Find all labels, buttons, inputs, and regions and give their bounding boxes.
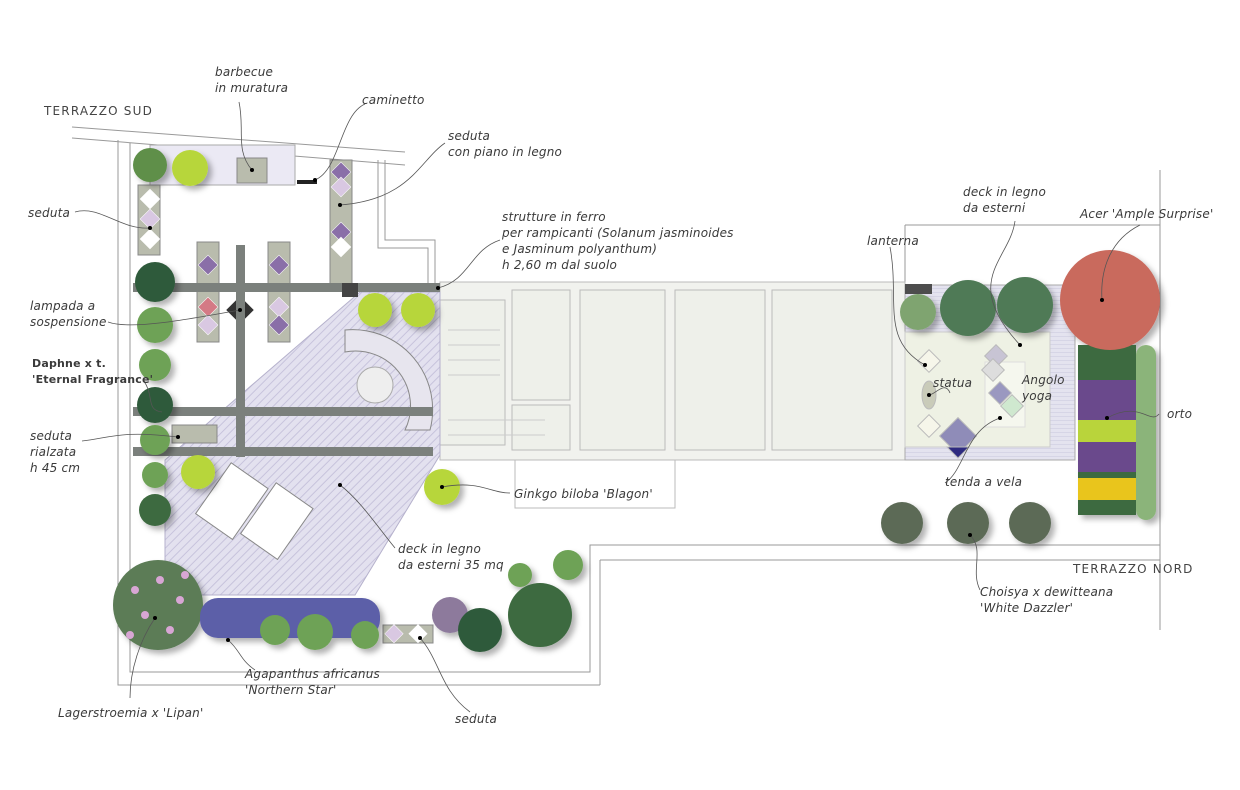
label-caminetto: caminetto (362, 93, 425, 107)
label-line: con piano in legno (448, 145, 563, 159)
iron-pergola (133, 245, 440, 457)
label-line: deck in legno (963, 185, 1046, 199)
label-daphne: Daphne x t. 'Eternal Fragrance' (32, 356, 153, 388)
label-ginkgo: Ginkgo biloba 'Blagon' (514, 487, 653, 501)
plants-north (881, 250, 1160, 544)
label-line: seduta (30, 429, 73, 443)
label-barbecue: barbecue in muratura (215, 64, 288, 96)
label-line: strutture in ferro (502, 210, 606, 224)
label-line: h 45 cm (30, 461, 81, 475)
south-terrace-title: TERRAZZO SUD (44, 104, 154, 118)
label-orto: orto (1167, 407, 1193, 421)
leader-dots (148, 168, 1109, 642)
label-line: 'White Dazzler' (980, 601, 1074, 615)
label-lampada: lampada a sospensione (30, 298, 107, 330)
label-line: in muratura (215, 81, 289, 95)
label-line: Agapanthus africanus (245, 667, 380, 681)
label-line: e Jasminum polyanthum) (502, 242, 658, 256)
label-line: Angolo (1022, 373, 1065, 387)
label-deck-south: deck in legno da esterni 35 mq (398, 541, 504, 573)
label-acer: Acer 'Ample Surprise' (1080, 207, 1214, 221)
label-tenda: tenda a vela (945, 475, 1023, 489)
label-strutture: strutture in ferro per rampicanti (Solanu… (502, 209, 734, 273)
label-statua: statua (933, 376, 973, 390)
building-block (439, 281, 906, 509)
label-choisya: Choisya x dewitteana 'White Dazzler' (980, 584, 1113, 616)
label-lagerstroemia: Lagerstroemia x 'Lipan' (58, 706, 204, 720)
label-line: Daphne x t. (32, 357, 106, 370)
label-seduta-left: seduta (28, 206, 71, 220)
label-line: 'Northern Star' (245, 683, 337, 697)
label-lanterna: lanterna (867, 234, 919, 248)
south-terrace-walls (71, 126, 1161, 686)
label-line: barbecue (215, 65, 274, 79)
label-line: seduta (448, 129, 491, 143)
label-seduta-rialzata: seduta rialzata h 45 cm (30, 428, 80, 476)
label-line: da esterni (963, 201, 1026, 215)
label-line: per rampicanti (Solanum jasminoides (502, 226, 734, 240)
label-line: 'Eternal Fragrance' (32, 373, 154, 386)
label-line: h 2,60 m dal suolo (502, 258, 618, 272)
label-line: sospensione (30, 315, 107, 329)
label-line: Choisya x dewitteana (980, 585, 1114, 599)
label-line: rialzata (30, 445, 77, 459)
label-line: lampada a (30, 299, 96, 313)
label-line: yoga (1022, 389, 1053, 403)
lagerstroemia-flowers (126, 571, 189, 639)
label-seduta-legno: seduta con piano in legno (448, 128, 562, 160)
bbq-counter (149, 144, 296, 186)
label-deck-north: deck in legno da esterni (963, 184, 1046, 216)
label-seduta-bottom: seduta (455, 712, 498, 726)
leader-lines (74, 101, 1160, 713)
fireplace (297, 180, 317, 184)
label-line: deck in legno (398, 542, 481, 556)
cushions (139, 161, 428, 644)
north-terrace-title: TERRAZZO NORD (1073, 562, 1194, 576)
label-agapanthus: Agapanthus africanus 'Northern Star' (245, 666, 380, 698)
yoga-elements (916, 343, 1025, 459)
label-angolo-yoga: Angolo yoga (1022, 372, 1065, 404)
label-line: da esterni 35 mq (398, 558, 504, 572)
